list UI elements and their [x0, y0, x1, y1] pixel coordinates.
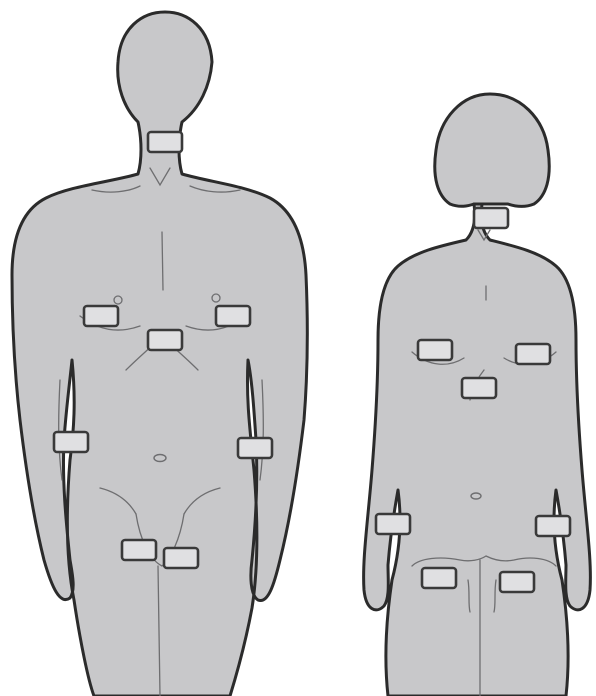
label-box-male-neck — [148, 132, 182, 152]
male-body-silhouette — [12, 12, 307, 696]
label-box-male-sternum — [148, 330, 182, 350]
label-box-male-left-chest — [216, 306, 250, 326]
label-box-female-left-hand — [536, 516, 570, 536]
female-hair — [435, 94, 549, 206]
female-body-silhouette — [364, 204, 591, 696]
label-box-female-left-chest — [516, 344, 550, 364]
label-box-male-groin-left — [164, 548, 198, 568]
label-box-female-right-hand — [376, 514, 410, 534]
label-box-female-right-chest — [418, 340, 452, 360]
label-box-female-sternum — [462, 378, 496, 398]
label-box-male-right-hand — [54, 432, 88, 452]
label-box-female-neck — [474, 208, 508, 228]
label-box-male-left-hand — [238, 438, 272, 458]
label-box-female-ovary-left — [500, 572, 534, 592]
male-figure — [12, 12, 307, 696]
label-box-male-right-chest — [84, 306, 118, 326]
label-box-male-groin-right — [122, 540, 156, 560]
label-box-female-ovary-right — [422, 568, 456, 588]
